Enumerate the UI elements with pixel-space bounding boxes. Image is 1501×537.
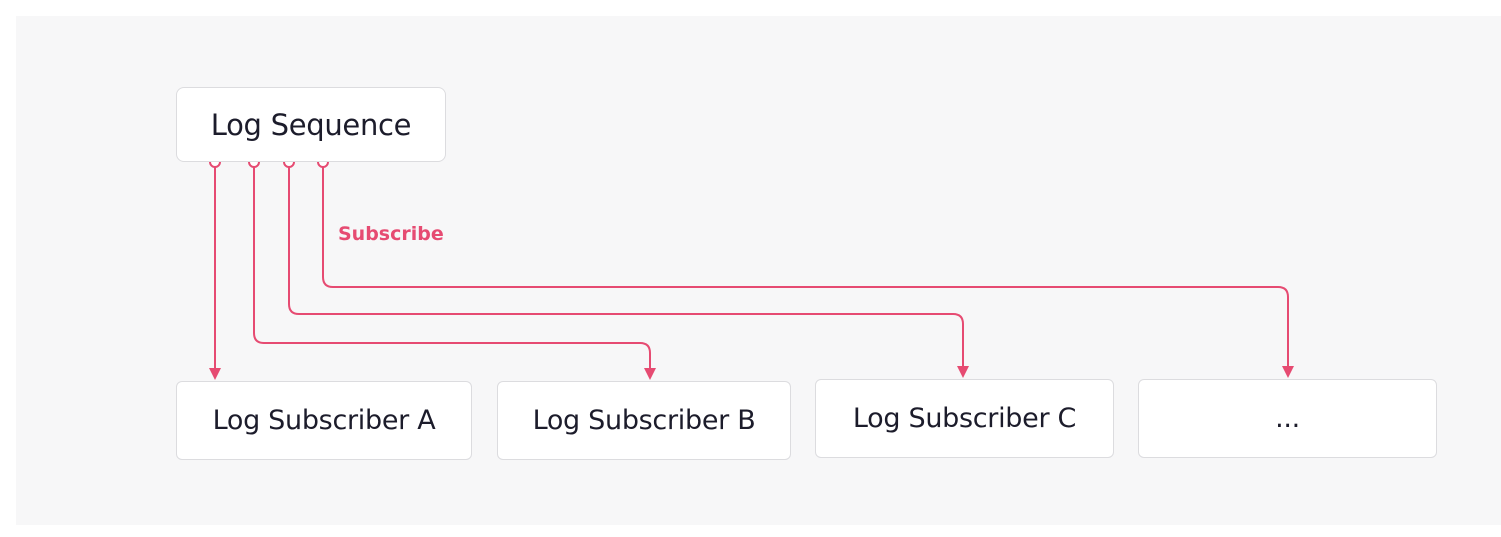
subscriber-label-more: ... <box>1275 403 1300 434</box>
log-sequence-node: Log Sequence <box>176 87 446 162</box>
arrowhead-b <box>644 368 656 380</box>
wire-to-subscriber-b <box>253 167 651 370</box>
arrowhead-c <box>957 366 969 378</box>
subscriber-label-a: Log Subscriber A <box>212 405 436 436</box>
subscriber-node-b: Log Subscriber B <box>497 381 791 460</box>
arrowhead-d <box>1282 366 1294 378</box>
subscriber-node-a: Log Subscriber A <box>176 381 472 460</box>
arrowhead-a <box>209 368 221 380</box>
wire-to-subscriber-d <box>322 167 1289 368</box>
subscriber-label-b: Log Subscriber B <box>532 405 756 436</box>
log-sequence-label: Log Sequence <box>210 107 412 142</box>
wire-to-subscriber-c <box>288 167 964 368</box>
subscribe-edge-label: Subscribe <box>338 223 444 245</box>
subscriber-node-more: ... <box>1138 379 1437 458</box>
subscriber-label-c: Log Subscriber C <box>852 403 1077 434</box>
subscriber-node-c: Log Subscriber C <box>815 379 1114 458</box>
